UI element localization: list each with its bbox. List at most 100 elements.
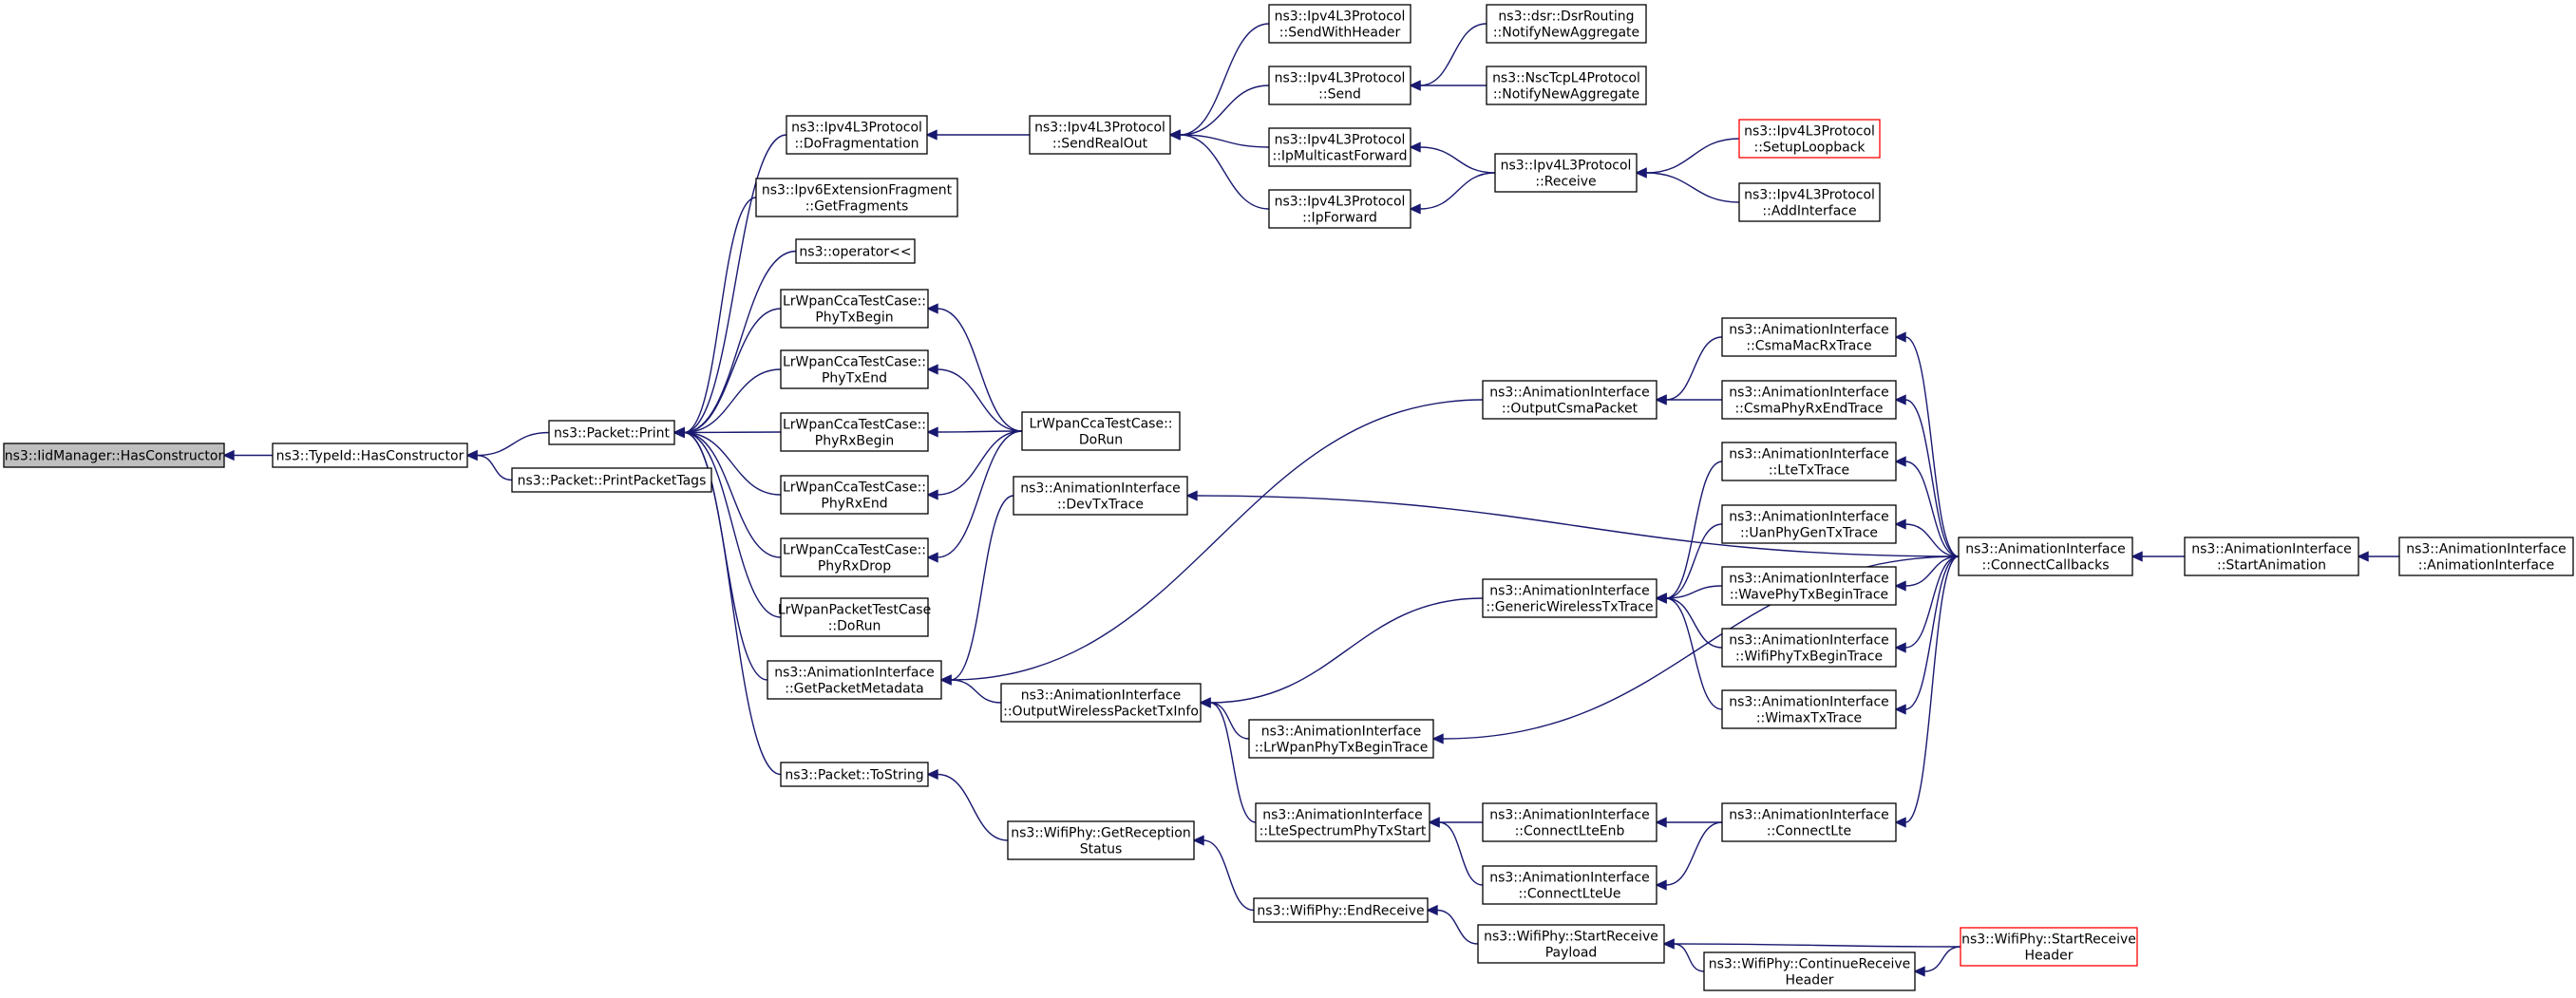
node-ipv4-sendwithhdr[interactable]: ns3::Ipv4L3Protocol::SendWithHeader	[1268, 4, 1411, 44]
node-ipv4-sendrealout[interactable]: ns3::Ipv4L3Protocol::SendRealOut	[1029, 115, 1171, 155]
node-ai-connlteue[interactable]: ns3::AnimationInterface::ConnectLteUe	[1482, 865, 1657, 905]
node-box	[511, 467, 712, 493]
node-box	[1268, 189, 1411, 229]
node-nsctcp-notify[interactable]: ns3::NscTcpL4Protocol::NotifyNewAggregat…	[1486, 66, 1647, 105]
edge-packet-tostring-to-packet-print	[672, 426, 782, 776]
node-label: LrWpanCcaTestCase::	[783, 480, 926, 496]
edge-ai-devtxtrace-to-ai-getpktmeta	[939, 495, 1014, 686]
node-label: ns3::Ipv4L3Protocol	[1034, 121, 1165, 136]
node-typeid-hascons[interactable]: ns3::TypeId::HasConstructor	[272, 443, 468, 468]
node-ipv4-send[interactable]: ns3::Ipv4L3Protocol::Send	[1268, 66, 1411, 105]
node-ai-getpktmeta[interactable]: ns3::AnimationInterface::GetPacketMetada…	[767, 660, 942, 700]
node-operator-ll[interactable]: ns3::operator<<	[795, 238, 916, 264]
node-box	[1721, 317, 1897, 357]
node-lrcca-rxdrop[interactable]: LrWpanCcaTestCase::PhyRxDrop	[780, 537, 929, 577]
node-ipv4-dofrag[interactable]: ns3::Ipv4L3Protocol::DoFragmentation	[786, 115, 928, 155]
node-box	[1021, 411, 1181, 451]
node-ai-lrwpantxbegin[interactable]: ns3::AnimationInterface::LrWpanPhyTxBegi…	[1248, 719, 1434, 759]
node-lrcca-dorun[interactable]: LrWpanCcaTestCase::DoRun	[1021, 411, 1181, 451]
node-ipv4-addif[interactable]: ns3::Ipv4L3Protocol::AddInterface	[1738, 182, 1881, 222]
node-dsr-notify[interactable]: ns3::dsr::DsrRouting::NotifyNewAggregate	[1486, 4, 1647, 44]
node-label: LrWpanPacketTestCase	[778, 603, 931, 618]
node-ai-wimaxtx[interactable]: ns3::AnimationInterface::WimaxTxTrace	[1721, 689, 1897, 729]
node-box	[767, 660, 942, 700]
node-lrcca-txend[interactable]: LrWpanCcaTestCase::PhyTxEnd	[780, 349, 929, 389]
node-ipv4-setuploop[interactable]: ns3::Ipv4L3Protocol::SetupLoopback	[1738, 119, 1881, 159]
edge-line	[1438, 821, 1484, 886]
node-ai-startanim[interactable]: ns3::AnimationInterface::StartAnimation	[2184, 537, 2359, 576]
edge-arrowhead	[1635, 167, 1647, 179]
node-label: ns3::Ipv4L3Protocol	[1275, 71, 1406, 86]
node-ai-devtxtrace[interactable]: ns3::AnimationInterface::DevTxTrace	[1013, 476, 1188, 516]
node-wifiphy-endrecv[interactable]: ns3::WifiPhy::EndReceive	[1253, 897, 1429, 923]
node-ipv6-getfrag[interactable]: ns3::Ipv6ExtensionFragment::GetFragments	[755, 178, 958, 217]
edge-lrcca-dorun-to-lrcca-txend	[926, 364, 1023, 432]
node-label: ::GenericWirelessTxTrace	[1486, 600, 1653, 615]
node-box	[1482, 802, 1657, 842]
edge-arrowhead	[1655, 817, 1667, 828]
node-label: ::AddInterface	[1762, 204, 1856, 219]
node-label: ::ConnectLte	[1767, 824, 1851, 839]
node-box	[1268, 127, 1411, 167]
node-label: ::NotifyNewAggregate	[1493, 26, 1639, 41]
node-ai-wifiphytxbegin[interactable]: ns3::AnimationInterface::WifiPhyTxBeginT…	[1721, 628, 1897, 668]
node-label: ns3::AnimationInterface	[1729, 572, 1889, 587]
node-ipv4-receive[interactable]: ns3::Ipv4L3Protocol::Receive	[1494, 153, 1638, 193]
node-ai-connlteenb[interactable]: ns3::AnimationInterface::ConnectLteEnb	[1482, 802, 1657, 842]
node-label: ::SendWithHeader	[1279, 26, 1401, 41]
edge-lrcca-dorun-to-lrcca-rxdrop	[926, 430, 1023, 563]
edge-line	[1665, 597, 1723, 649]
node-ai-conncallbacks[interactable]: ns3::AnimationInterface::ConnectCallback…	[1958, 537, 2133, 576]
node-label: ::GetPacketMetadata	[785, 682, 923, 697]
node-label: ns3::Ipv4L3Protocol	[1275, 195, 1406, 210]
node-lrcca-txbegin[interactable]: LrWpanCcaTestCase::PhyTxBegin	[780, 289, 929, 329]
edge-ipv4-setuploop-to-ipv4-receive	[1635, 138, 1740, 179]
node-label: Header	[1786, 973, 1834, 989]
node-ai-wavephytxbegin[interactable]: ns3::AnimationInterface::WavePhyTxBeginT…	[1721, 566, 1897, 606]
node-ai-ltespectx[interactable]: ns3::AnimationInterface::LteSpectrumPhyT…	[1255, 802, 1430, 842]
edge-line	[1665, 523, 1723, 599]
node-label: LrWpanCcaTestCase::	[783, 418, 926, 433]
node-ai-ctor[interactable]: ns3::AnimationInterface::AnimationInterf…	[2398, 537, 2574, 576]
node-ai-uanphygentx[interactable]: ns3::AnimationInterface::UanPhyGenTxTrac…	[1721, 504, 1897, 544]
node-packet-print[interactable]: ns3::Packet::Print	[548, 420, 675, 445]
node-lrpacket-dorun[interactable]: LrWpanPacketTestCase::DoRun	[778, 597, 931, 637]
edge-line	[1904, 523, 1960, 557]
edge-line	[937, 308, 1023, 432]
node-ai-connlte[interactable]: ns3::AnimationInterface::ConnectLte	[1721, 802, 1897, 842]
node-lrcca-rxend[interactable]: LrWpanCcaTestCase::PhyRxEnd	[780, 475, 929, 515]
node-lrcca-rxbegin[interactable]: LrWpanCcaTestCase::PhyRxBegin	[780, 412, 929, 452]
node-packet-tostring[interactable]: ns3::Packet::ToString	[780, 762, 929, 787]
node-ai-outwirelesstx[interactable]: ns3::AnimationInterface::OutputWirelessP…	[1000, 683, 1202, 723]
node-ai-csmamacrx[interactable]: ns3::AnimationInterface::CsmaMacRxTrace	[1721, 317, 1897, 357]
edge-line	[1209, 702, 1250, 740]
node-box	[1721, 628, 1897, 668]
edge-arrowhead	[465, 449, 478, 461]
node-ipv4-ipmcfwd[interactable]: ns3::Ipv4L3Protocol::IpMulticastForward	[1268, 127, 1411, 167]
edge-ai-conncallbacks-to-ai-wimaxtx	[1894, 555, 1960, 715]
node-packet-printtags[interactable]: ns3::Packet::PrintPacketTags	[511, 467, 712, 493]
edge-lrcca-dorun-to-lrcca-rxbegin	[926, 426, 1023, 438]
node-ai-ltetx[interactable]: ns3::AnimationInterface::LteTxTrace	[1721, 442, 1897, 481]
node-box	[1029, 115, 1171, 155]
node-box	[1482, 380, 1657, 420]
node-ai-genwirelesstx[interactable]: ns3::AnimationInterface::GenericWireless…	[1482, 578, 1657, 618]
node-label: LrWpanCcaTestCase::	[783, 294, 926, 310]
node-label: ::CsmaMacRxTrace	[1746, 339, 1871, 354]
node-box	[1703, 951, 1916, 991]
node-iid-hascons[interactable]: ns3::IidManager::HasConstructor	[3, 443, 225, 468]
node-ai-outcsmapkt[interactable]: ns3::AnimationInterface::OutputCsmaPacke…	[1482, 380, 1657, 420]
node-ipv4-ipfwd[interactable]: ns3::Ipv4L3Protocol::IpForward	[1268, 189, 1411, 229]
node-label: ns3::WifiPhy::GetReception	[1011, 826, 1190, 841]
node-box	[1721, 802, 1897, 842]
node-ai-csmaphyrxend[interactable]: ns3::AnimationInterface::CsmaPhyRxEndTra…	[1721, 380, 1897, 420]
edge-line	[1904, 336, 1960, 557]
edge-arrowhead	[1192, 835, 1204, 846]
edge-arrowhead	[926, 364, 938, 375]
node-box	[1721, 380, 1897, 420]
node-label: ns3::AnimationInterface	[1729, 808, 1889, 823]
